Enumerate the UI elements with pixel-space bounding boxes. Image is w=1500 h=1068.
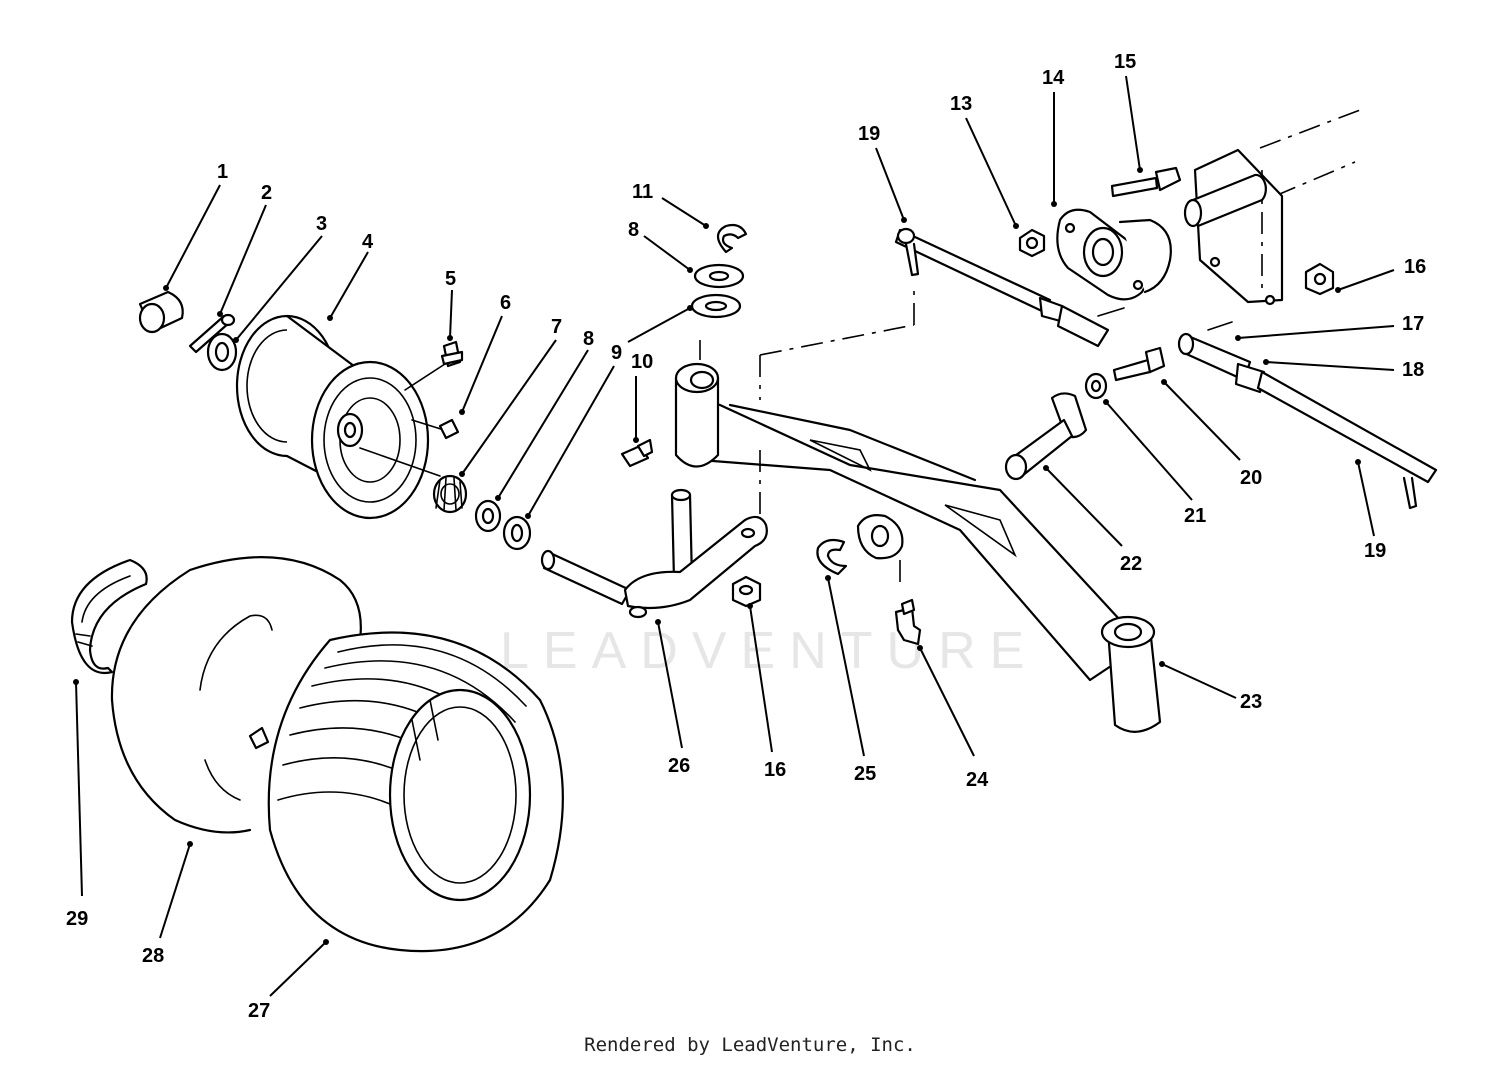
callout-6: 6 xyxy=(500,292,511,314)
callout-8-spindle: 8 xyxy=(628,219,639,241)
callout-20: 20 xyxy=(1240,467,1262,489)
callout-16-upper: 16 xyxy=(1404,256,1426,278)
pivot-pin-22 xyxy=(1004,392,1088,481)
e-ring-25 xyxy=(816,538,848,576)
callout-1: 1 xyxy=(217,161,228,183)
callout-16-lower: 16 xyxy=(764,759,786,781)
washer-3 xyxy=(206,332,238,372)
callout-2: 2 xyxy=(261,182,272,204)
callout-labels: 1 2 3 4 5 6 7 8 9 10 11 8 9 13 14 15 16 … xyxy=(66,51,1426,1022)
callout-24: 24 xyxy=(966,769,989,791)
washer-21 xyxy=(1084,372,1108,400)
washer-8-upper xyxy=(693,263,745,289)
callout-3: 3 xyxy=(316,213,327,235)
tire-27 xyxy=(267,631,564,953)
callout-28: 28 xyxy=(142,945,164,967)
callout-21: 21 xyxy=(1184,505,1206,527)
valve-5 xyxy=(440,340,464,368)
leader-lines xyxy=(73,75,1395,997)
e-ring-11 xyxy=(716,223,748,254)
callout-29: 29 xyxy=(66,908,88,930)
fitting-6 xyxy=(438,418,460,440)
callout-17: 17 xyxy=(1402,313,1424,335)
callout-13: 13 xyxy=(950,93,972,115)
nut-13 xyxy=(1018,228,1046,258)
callout-27: 27 xyxy=(248,1000,270,1022)
washer-9-upper xyxy=(690,293,742,319)
callout-8-hub: 8 xyxy=(583,328,594,350)
tie-rod-right xyxy=(1177,321,1438,510)
bearing-7 xyxy=(432,474,468,514)
callout-19-lower: 19 xyxy=(1364,540,1386,562)
bolt-20 xyxy=(1112,346,1166,382)
washer-9-lower xyxy=(502,515,532,551)
watermark: LEADVENTURE xyxy=(500,622,1038,680)
footer-credit: Rendered by LeadVenture, Inc. xyxy=(584,1034,916,1056)
cotter-pin-2 xyxy=(188,313,236,354)
spindle-26 xyxy=(540,488,768,619)
callout-19-upper: 19 xyxy=(858,123,880,145)
wheel-hub-4 xyxy=(235,314,449,520)
callout-9-hub: 9 xyxy=(611,342,622,364)
callout-22: 22 xyxy=(1120,553,1142,575)
callout-25: 25 xyxy=(854,763,876,785)
callout-10: 10 xyxy=(631,351,653,373)
axle-shaft xyxy=(1183,109,1361,306)
flange-bearing xyxy=(1056,208,1172,301)
bolt-15 xyxy=(1110,166,1182,198)
callout-14: 14 xyxy=(1042,67,1065,89)
callout-5: 5 xyxy=(445,268,456,290)
callout-7: 7 xyxy=(551,316,562,338)
callout-4: 4 xyxy=(362,231,374,253)
nut-16-lower xyxy=(731,575,762,608)
callout-26: 26 xyxy=(668,755,690,777)
grease-fitting-24 xyxy=(894,598,922,646)
washer-8-lower xyxy=(474,499,502,533)
grease-fitting-10 xyxy=(620,438,654,468)
bushing-1 xyxy=(138,290,184,334)
callout-18: 18 xyxy=(1402,359,1424,381)
callout-11: 11 xyxy=(632,181,653,203)
rim-strip-29 xyxy=(70,558,148,675)
tube-28 xyxy=(110,556,362,834)
tie-rod-left xyxy=(894,227,1125,348)
callout-15: 15 xyxy=(1114,51,1136,73)
front-axle-23 xyxy=(674,285,1162,733)
nut-16-right xyxy=(1304,262,1335,296)
callout-23: 23 xyxy=(1240,691,1262,713)
